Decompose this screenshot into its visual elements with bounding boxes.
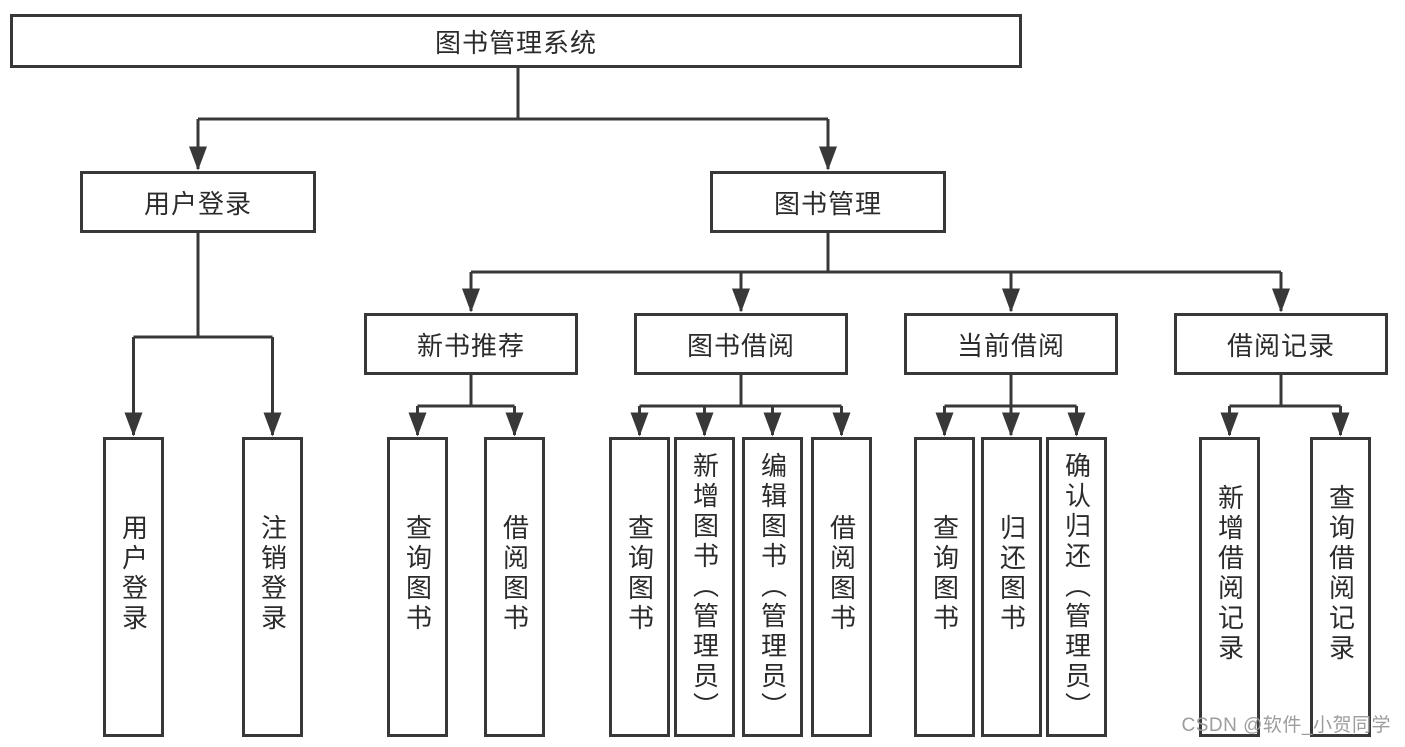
- node-root-library-system: 图书管理系统: [10, 14, 1022, 68]
- leaf-borrow-books-recommend: 借阅图书: [484, 437, 545, 737]
- leaf-query-books-recommend: 查询图书: [387, 437, 448, 737]
- leaf-add-borrow-record: 新增借阅记录: [1199, 437, 1260, 737]
- leaf-query-books-current: 查询图书: [914, 437, 975, 737]
- node-new-book-recommend: 新书推荐: [364, 313, 578, 375]
- leaf-borrow-books: 借阅图书: [811, 437, 872, 737]
- node-book-management: 图书管理: [710, 171, 946, 233]
- leaf-edit-books-admin: 编辑图书（管理员）: [742, 437, 803, 737]
- leaf-confirm-return-admin: 确认归还（管理员）: [1046, 437, 1107, 737]
- node-user-login: 用户登录: [80, 171, 316, 233]
- csdn-watermark: CSDN @软件_小贺同学: [1181, 715, 1391, 736]
- leaf-add-books-admin: 新增图书（管理员）: [674, 437, 735, 737]
- leaf-logout: 注销登录: [242, 437, 303, 737]
- node-current-borrowing: 当前借阅: [904, 313, 1118, 375]
- node-borrow-records: 借阅记录: [1174, 313, 1388, 375]
- leaf-query-borrow-record: 查询借阅记录: [1310, 437, 1371, 737]
- node-book-borrowing: 图书借阅: [634, 313, 848, 375]
- leaf-query-books-borrow: 查询图书: [609, 437, 670, 737]
- leaf-user-login: 用户登录: [103, 437, 164, 737]
- leaf-return-books: 归还图书: [981, 437, 1042, 737]
